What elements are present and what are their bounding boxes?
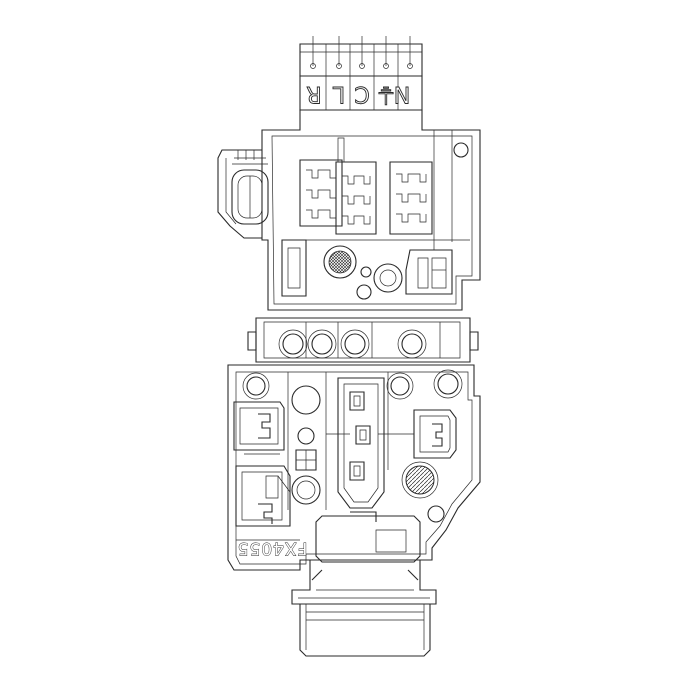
contact-module xyxy=(390,162,432,234)
terminal-label-c: C xyxy=(354,81,369,106)
bottom-spigot xyxy=(292,560,436,656)
socket-connector xyxy=(406,250,452,294)
mounting-hole xyxy=(279,330,426,358)
bottom-window xyxy=(316,512,420,562)
right-terminal xyxy=(414,410,456,458)
fuse-slot xyxy=(282,240,306,296)
side-clip xyxy=(218,150,268,238)
terminal-label-earth: ⏚ xyxy=(375,81,397,106)
left-terminal xyxy=(236,466,290,526)
adjustment-knob xyxy=(324,246,402,299)
terminal-block: N ⏚ C L R xyxy=(300,36,422,110)
terminal-label-n: N xyxy=(394,81,410,106)
mounting-hole xyxy=(243,370,462,522)
upper-housing xyxy=(262,110,480,310)
lower-housing xyxy=(228,365,480,570)
terminal-screw xyxy=(311,36,413,69)
middle-band xyxy=(248,318,478,362)
part-code-label: FX4055 xyxy=(237,538,308,558)
contact-pad xyxy=(296,450,316,470)
terminal-label-r: R xyxy=(306,81,321,106)
left-terminal xyxy=(234,402,284,450)
contact-module xyxy=(300,160,342,226)
terminal-label-l: L xyxy=(332,81,345,106)
contact-module xyxy=(336,162,376,234)
centre-connector xyxy=(326,378,414,508)
hatched-lens xyxy=(402,462,438,498)
